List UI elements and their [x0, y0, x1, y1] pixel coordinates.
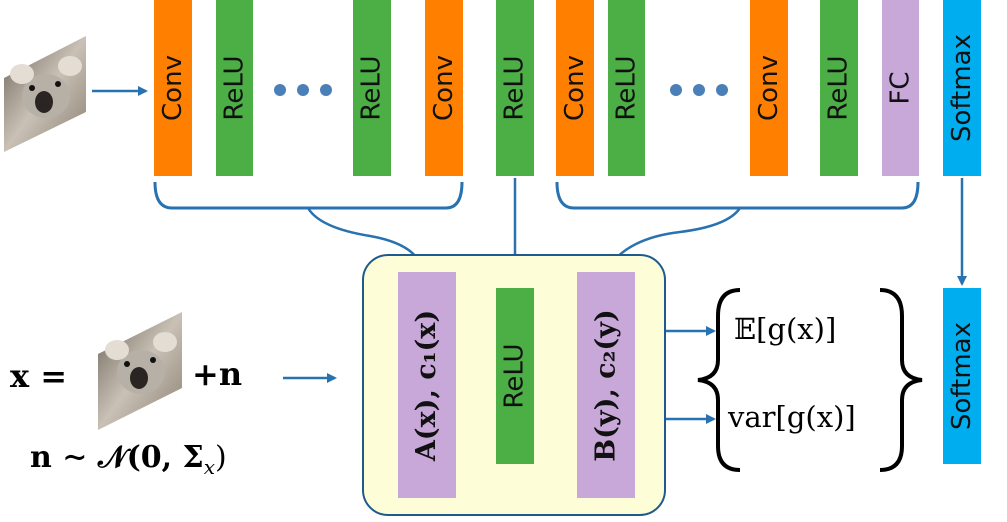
noise-distribution: n ∼ 𝒩(0, Σx) — [30, 440, 227, 479]
layer-relu-4: ReLU — [608, 0, 645, 176]
brace-right — [555, 181, 920, 210]
layer-conv-2: Conv — [425, 0, 463, 176]
layer-softmax-top: Softmax — [943, 0, 981, 176]
layer-fc: FC — [882, 0, 919, 176]
input-image — [4, 36, 86, 152]
var-expression: var[g(x)] — [728, 400, 856, 434]
panel-block-A: A(x), c₁(x) — [398, 272, 456, 498]
layer-relu-2: ReLU — [353, 0, 391, 176]
x-equals: x = — [10, 357, 68, 395]
panel-left-label: A(x), c₁(x) — [411, 309, 443, 461]
panel-right-label: B(y), c₂(y) — [590, 308, 622, 462]
panel-block-B: B(y), c₂(y) — [577, 272, 635, 498]
ellipsis-dots-1 — [274, 84, 332, 96]
output-softmax-label: Softmax — [947, 322, 978, 430]
layer-relu-3: ReLU — [496, 0, 534, 176]
arrow-to-B — [606, 207, 742, 270]
input-image-small — [98, 312, 182, 430]
noise-close: ) — [215, 440, 227, 475]
layer-conv-3: Conv — [556, 0, 594, 176]
layer-relu-1: ReLU — [216, 0, 253, 176]
layer-relu-5: ReLU — [820, 0, 858, 176]
brace-left — [153, 181, 464, 210]
curly-brace-close — [879, 288, 923, 472]
noise-expression: n ∼ 𝒩(0, Σ — [30, 440, 204, 475]
mean-expression: 𝔼[g(x)] — [734, 312, 837, 346]
output-softmax: Softmax — [943, 288, 981, 464]
plus-noise: +n — [192, 355, 243, 393]
panel-middle-label: ReLU — [500, 343, 530, 409]
noise-subscript: x — [203, 455, 216, 479]
ellipsis-dots-2 — [670, 84, 728, 96]
layer-conv-4: Conv — [750, 0, 788, 176]
panel-block-relu: ReLU — [496, 288, 534, 464]
layer-conv-1: Conv — [154, 0, 192, 176]
curly-brace-open — [697, 288, 741, 472]
